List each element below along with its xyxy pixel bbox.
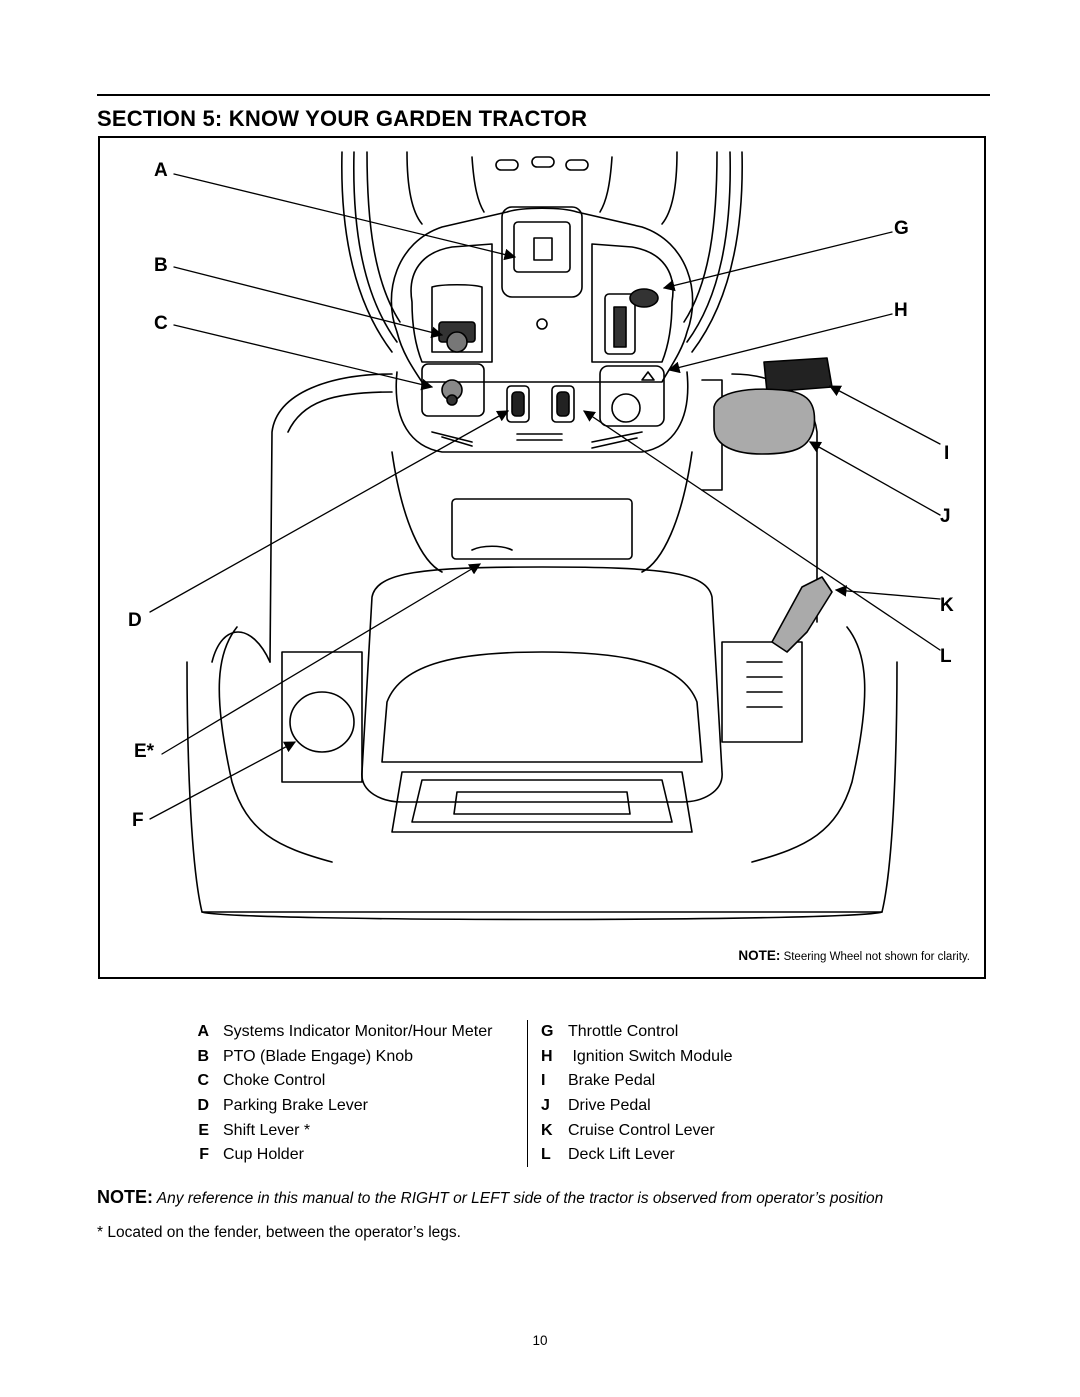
callout-b: B bbox=[154, 255, 168, 276]
legend-key: I bbox=[541, 1072, 546, 1090]
callout-a: A bbox=[154, 160, 168, 181]
orientation-note: NOTE: Any reference in this manual to th… bbox=[97, 1187, 883, 1208]
figure-note-text: Steering Wheel not shown for clarity. bbox=[783, 951, 970, 963]
legend-text: Choke Control bbox=[223, 1072, 326, 1090]
legend-text: Shift Lever * bbox=[223, 1121, 311, 1139]
top-rule bbox=[97, 94, 990, 96]
legend-text: Drive Pedal bbox=[568, 1097, 651, 1115]
legend-item: C Choke Control bbox=[195, 1069, 492, 1094]
callout-g: G bbox=[894, 218, 909, 239]
legend-key: H bbox=[541, 1047, 553, 1065]
legend-text: Parking Brake Lever bbox=[223, 1097, 368, 1115]
callout-l: L bbox=[940, 646, 952, 667]
page-number: 10 bbox=[532, 1333, 548, 1348]
legend-key: F bbox=[199, 1146, 209, 1164]
legend-text: Cup Holder bbox=[223, 1146, 304, 1164]
legend-text: Throttle Control bbox=[568, 1023, 679, 1040]
legend-text: Systems Indicator Monitor/Hour Meter bbox=[223, 1023, 493, 1040]
legend-divider bbox=[527, 1020, 528, 1167]
hood-lines bbox=[341, 151, 743, 353]
legend-key: J bbox=[541, 1097, 550, 1115]
figure-note-label: NOTE: bbox=[738, 948, 781, 963]
legend-text: PTO (Blade Engage) Knob bbox=[223, 1047, 414, 1065]
legend-item: B PTO (Blade Engage) Knob bbox=[195, 1045, 492, 1070]
note-label: NOTE: bbox=[97, 1187, 153, 1207]
legend-item: D Parking Brake Lever bbox=[195, 1094, 492, 1119]
callout-d: D bbox=[128, 610, 142, 631]
leader-lines bbox=[149, 173, 941, 820]
legend-item: K Cruise Control Lever bbox=[541, 1119, 733, 1144]
legend-item: L Deck Lift Lever bbox=[541, 1143, 733, 1168]
pedals bbox=[713, 357, 833, 455]
footnote: * Located on the fender, between the ope… bbox=[97, 1224, 461, 1241]
legend-item: H Ignition Switch Module bbox=[541, 1045, 733, 1070]
legend-key: A bbox=[197, 1023, 209, 1040]
legend-item: F Cup Holder bbox=[195, 1143, 492, 1168]
dash-panel bbox=[390, 206, 694, 383]
section-title: SECTION 5: KNOW YOUR GARDEN TRACTOR bbox=[97, 106, 588, 131]
legend-item: G Throttle Control bbox=[541, 1020, 733, 1045]
lower-console bbox=[395, 363, 689, 453]
callout-c: C bbox=[154, 313, 168, 334]
legend-key: G bbox=[541, 1023, 554, 1040]
callout-i: I bbox=[944, 443, 950, 464]
legend-key: E bbox=[198, 1121, 209, 1139]
callout-f: F bbox=[132, 810, 144, 831]
seat bbox=[361, 566, 723, 833]
legend-text: Brake Pedal bbox=[568, 1072, 656, 1090]
legend-key: C bbox=[197, 1072, 209, 1090]
callout-e: E* bbox=[134, 741, 155, 762]
callout-h: H bbox=[894, 300, 908, 321]
fender-rear bbox=[186, 576, 898, 921]
legend-item: E Shift Lever * bbox=[195, 1119, 492, 1144]
legend-key: L bbox=[541, 1146, 551, 1164]
legend-right: G Throttle Control H Ignition Switch Modu… bbox=[541, 1020, 733, 1168]
legend-text: Cruise Control Lever bbox=[568, 1121, 715, 1139]
figure-note: NOTE: Steering Wheel not shown for clari… bbox=[738, 948, 970, 963]
legend-key: K bbox=[541, 1121, 553, 1139]
legend-item: A Systems Indicator Monitor/Hour Meter bbox=[195, 1020, 492, 1045]
legend-key: B bbox=[197, 1047, 209, 1065]
callout-j: J bbox=[940, 506, 951, 527]
legend-text: Deck Lift Lever bbox=[568, 1146, 675, 1164]
callout-k: K bbox=[940, 595, 954, 616]
tractor-figure: A B C D E* F G H I J K L NOTE: Steering … bbox=[98, 136, 986, 979]
note-text: Any reference in this manual to the RIGH… bbox=[153, 1190, 884, 1207]
legend-item: J Drive Pedal bbox=[541, 1094, 733, 1119]
legend-text: Ignition Switch Module bbox=[568, 1047, 733, 1065]
legend-key: D bbox=[197, 1097, 209, 1115]
legend-item: I Brake Pedal bbox=[541, 1069, 733, 1094]
tractor-diagram bbox=[149, 151, 941, 921]
